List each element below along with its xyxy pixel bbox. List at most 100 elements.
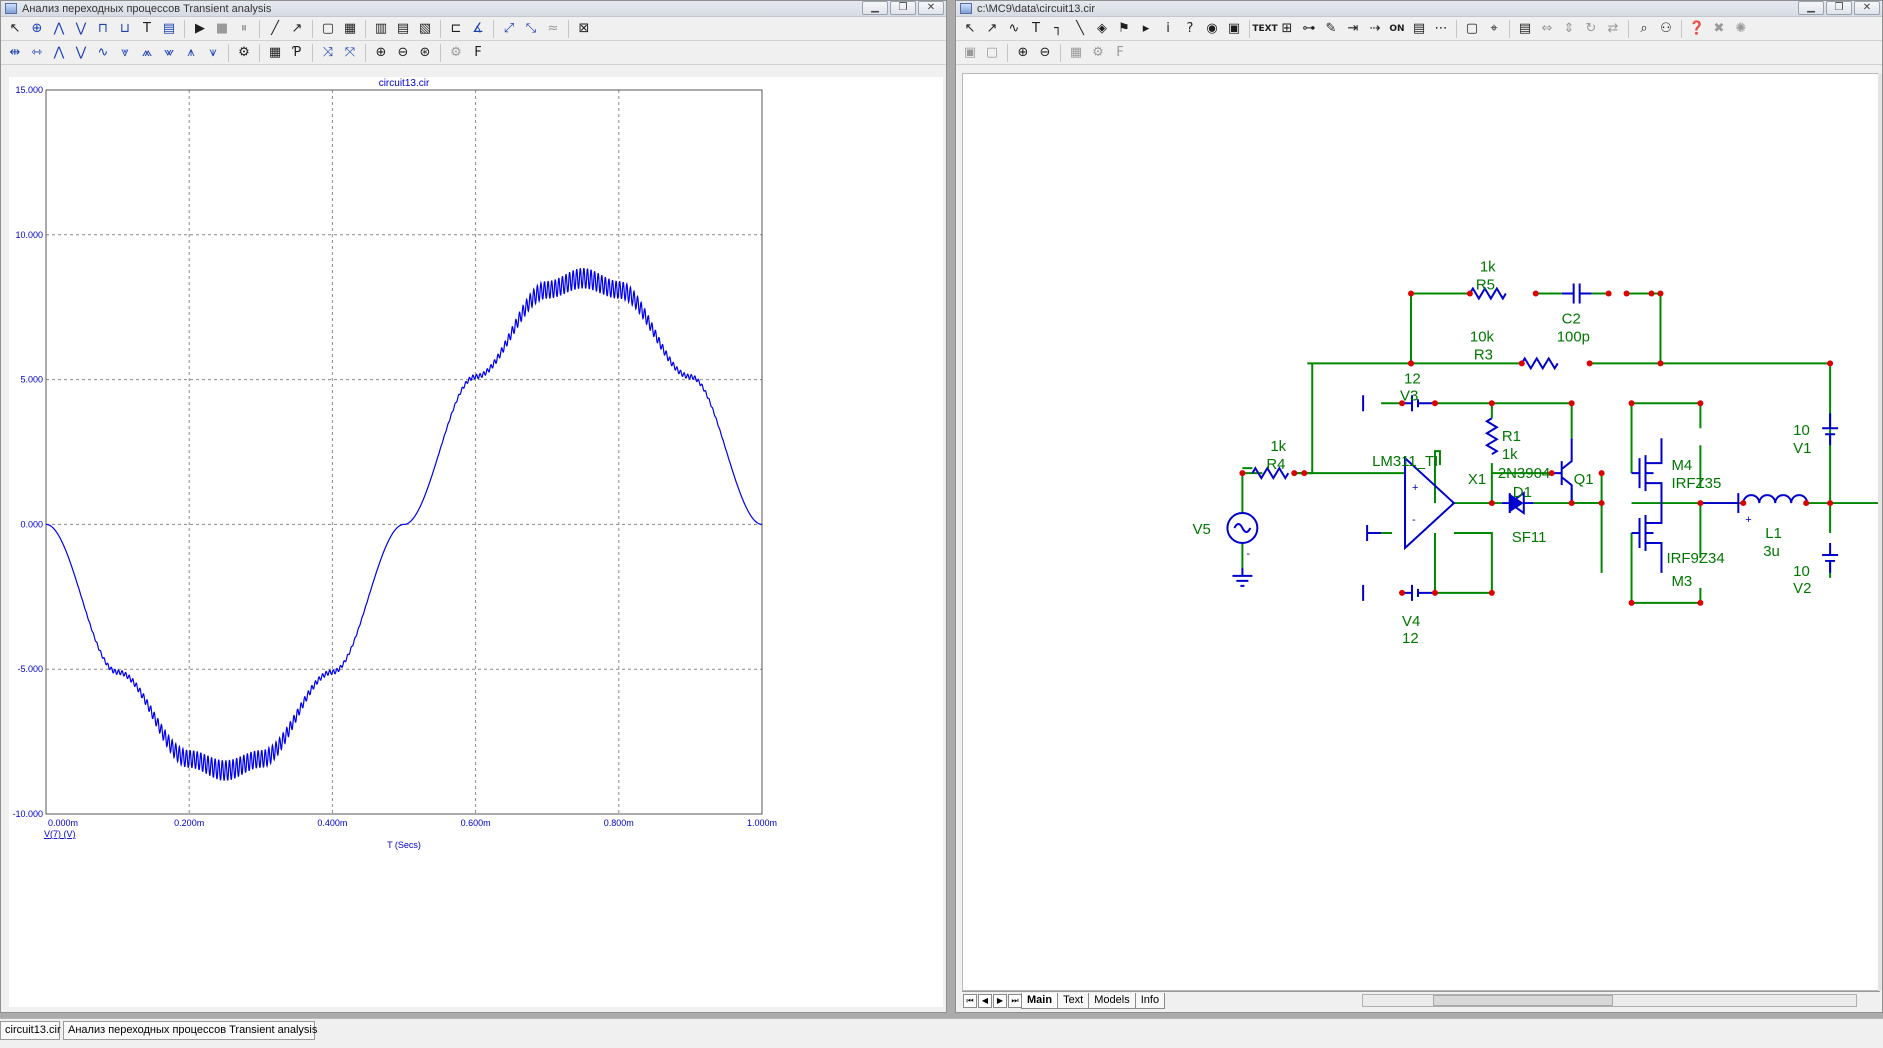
horizontal-tag-icon[interactable]: ⤧ <box>344 45 356 60</box>
zoom-in-icon[interactable]: ⊕ <box>375 45 387 60</box>
schematic-window-titlebar[interactable]: c:\MC9\data\circuit13.cir ▁ ❐ ✕ <box>956 1 1882 17</box>
transient-analysis-window[interactable]: Анализ переходных процессов Transient an… <box>0 0 947 1013</box>
properties-icon[interactable]: ▤ <box>1518 21 1532 36</box>
line-tool-icon[interactable]: ╱ <box>271 21 279 36</box>
delete-icon[interactable]: ⊠ <box>578 21 590 36</box>
flip-x-icon[interactable]: ⇔ <box>1541 21 1553 36</box>
tab-text[interactable]: Text <box>1057 992 1090 1009</box>
help-icon[interactable]: ? <box>1186 21 1194 36</box>
text-tool-icon[interactable]: T <box>143 21 151 36</box>
close-icon[interactable]: ✕ <box>1854 1 1880 15</box>
properties-icon[interactable]: ▤ <box>162 21 176 36</box>
task-circuit13[interactable]: circuit13.cir <box>0 1021 61 1040</box>
scale-icon[interactable]: ⚙ <box>238 45 250 60</box>
prev-page-icon[interactable]: ◀ <box>978 993 992 1008</box>
bulb-icon[interactable]: ✺ <box>1735 21 1747 36</box>
current-icon[interactable]: ⇢ <box>1369 21 1381 36</box>
point-tag-icon[interactable]: Ƥ <box>292 45 302 60</box>
tab-main[interactable]: Main <box>1021 992 1059 1009</box>
tab-info[interactable]: Info <box>1134 992 1166 1009</box>
zoom-fit-icon[interactable]: ⊛ <box>419 45 431 60</box>
diagonal-wire-icon[interactable]: ╲ <box>1076 21 1084 36</box>
stop-icon[interactable]: ■ <box>215 21 229 36</box>
schematic-vertical-scrollbar[interactable] <box>1878 73 1882 991</box>
inflection-icon[interactable]: ⩖ <box>163 45 175 60</box>
last-page-icon[interactable]: ⏭ <box>1008 993 1022 1008</box>
run-icon[interactable]: ▶ <box>195 21 205 36</box>
component-mode-icon[interactable]: ↗ <box>986 21 998 36</box>
hi-find-icon[interactable]: ⩔ <box>121 45 129 60</box>
task-transient-analysis[interactable]: Анализ переходных процессов Transient an… <box>63 1021 317 1040</box>
font-icon[interactable]: F <box>474 45 482 60</box>
mirror-icon[interactable]: ⇄ <box>1607 21 1619 36</box>
graphics-icon[interactable]: ◈ <box>1097 21 1107 36</box>
select-arrow-icon[interactable]: ↖ <box>9 21 21 36</box>
close-icon[interactable]: ✕ <box>918 1 944 15</box>
axis-icon[interactable]: ⊏ <box>450 21 462 36</box>
scroll-thumb[interactable] <box>1433 995 1613 1006</box>
valley-find-icon[interactable]: ⋁ <box>75 45 87 60</box>
font-icon[interactable]: F <box>1116 45 1124 60</box>
select-mode-icon[interactable]: ↖ <box>964 21 976 36</box>
stop-circle-icon[interactable]: ✖ <box>1713 21 1725 36</box>
tag-icon[interactable]: ▣ <box>1227 21 1241 36</box>
window-icon[interactable]: ▢ <box>1465 21 1479 36</box>
peak-find-icon[interactable]: ⋀ <box>53 45 65 60</box>
tangent-icon[interactable]: ∡ <box>472 21 484 36</box>
rotate-icon[interactable]: ↻ <box>1585 21 1597 36</box>
valley-icon[interactable]: ⋁ <box>75 21 87 36</box>
first-page-icon[interactable]: ⏮ <box>963 993 977 1008</box>
cursor-next-icon[interactable]: ⇹ <box>9 45 21 60</box>
point-icon[interactable]: ◉ <box>1206 21 1218 36</box>
binoculars-icon[interactable]: ⚇ <box>1660 21 1672 36</box>
schematic-horizontal-scrollbar[interactable] <box>1362 994 1857 1007</box>
measure-icon[interactable]: ⤨ <box>322 45 334 60</box>
text-mode-icon[interactable]: T <box>1032 21 1040 36</box>
probe-icon[interactable]: ⌖ <box>1490 21 1498 36</box>
cursor-prev-icon[interactable]: ⇿ <box>31 45 43 60</box>
show-grid-icon[interactable]: ▤ <box>1412 21 1426 36</box>
lo-find-icon[interactable]: ⩕ <box>141 45 153 60</box>
data-table-icon[interactable]: ▦ <box>268 45 282 60</box>
tab-models[interactable]: Models <box>1088 992 1136 1009</box>
settings-icon[interactable]: ⚙ <box>1092 45 1104 60</box>
wire-mode-icon[interactable]: ∿ <box>1008 21 1020 36</box>
schematic-window[interactable]: c:\MC9\data\circuit13.cir ▁ ❐ ✕ ↖ ↗ ∿ T … <box>955 0 1883 1013</box>
plot-properties-icon[interactable]: ⚙ <box>450 45 462 60</box>
pin-connections-icon[interactable]: ⇥ <box>1347 21 1359 36</box>
zoom-out-icon[interactable]: ⊖ <box>1039 45 1051 60</box>
flip-y-icon[interactable]: ⇕ <box>1563 21 1575 36</box>
flag-icon[interactable]: ⚑ <box>1118 21 1130 36</box>
zoom-out-icon[interactable]: ⊖ <box>397 45 409 60</box>
node-numbers-icon[interactable]: ⊶ <box>1302 21 1316 36</box>
arrow-tool-icon[interactable]: ↗ <box>291 21 303 36</box>
transient-window-titlebar[interactable]: Анализ переходных процессов Transient an… <box>1 1 946 17</box>
minimize-icon[interactable]: ▁ <box>1798 1 1824 15</box>
macro-icon[interactable]: ▦ <box>1069 45 1083 60</box>
on-off-icon[interactable]: ON <box>1389 23 1405 34</box>
baseline-icon[interactable]: ⤡ <box>525 21 537 36</box>
wire-icon[interactable]: ┐ <box>1054 21 1062 36</box>
attribute-icon[interactable]: ✎ <box>1325 21 1337 36</box>
wave-icon[interactable]: ≈ <box>547 21 559 36</box>
global-high-icon[interactable]: ⩚ <box>187 45 195 60</box>
grid-text-icon[interactable]: ⊞ <box>1281 21 1293 36</box>
pause-icon[interactable]: ⏸ <box>240 21 248 36</box>
bold-grid-icon[interactable]: ▥ <box>374 21 388 36</box>
pin-icon[interactable]: ▸ <box>1142 21 1150 36</box>
global-low-icon[interactable]: ⩛ <box>209 45 217 60</box>
next-page-icon[interactable]: ▶ <box>993 993 1007 1008</box>
high-icon[interactable]: ⊓ <box>97 21 109 36</box>
text-toggle-icon[interactable]: TEXT <box>1252 23 1278 34</box>
table-icon[interactable]: ▧ <box>418 21 432 36</box>
grid-icon[interactable]: ▦ <box>343 21 357 36</box>
box-tool-icon[interactable]: ▢ <box>321 21 335 36</box>
info-icon[interactable]: ⅰ <box>1166 21 1170 36</box>
slope-icon[interactable]: ⤢ <box>503 21 515 36</box>
zoom-in-icon[interactable]: ⊕ <box>1017 45 1029 60</box>
dots-grid-icon[interactable]: ⋯ <box>1434 21 1448 36</box>
help-circle-icon[interactable]: ❓ <box>1688 21 1706 36</box>
find-icon[interactable]: ⌕ <box>1640 21 1648 36</box>
